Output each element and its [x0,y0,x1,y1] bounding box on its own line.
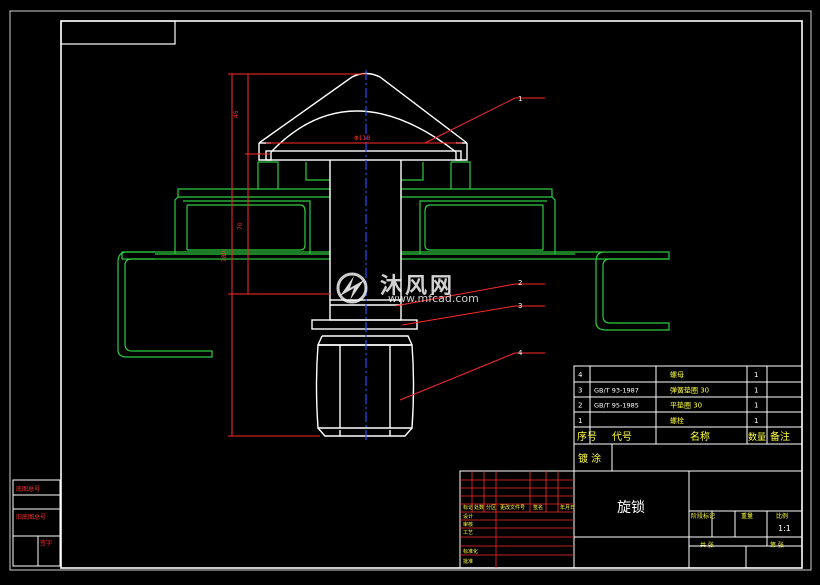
inner-border [60,20,803,569]
tb-marking: 标记 [463,504,473,511]
tb-review: 审核 [463,521,473,528]
bom-header-qty: 数量 [748,431,766,443]
surface-treatment: 镀 涂 [578,452,601,465]
bom-header-no: 序号 [577,430,597,443]
stamp-label-2: 旧底图总号 [16,513,46,521]
bom-header-code: 代号 [612,431,632,443]
bom-cell-name: 平垫圈 30 [670,401,702,410]
tb-stage-mark: 阶段标记 [691,512,715,520]
tb-scale-value: 1:1 [778,524,791,533]
title-block-grid [459,470,803,569]
balloon-1: 1 [518,95,522,103]
knob-cap [258,72,468,437]
stamp-label-1: 底图总号 [16,485,40,493]
tb-date: 年月日 [560,504,575,511]
bom-cell-no: 2 [578,402,582,410]
outer-border [9,10,812,571]
balloon-3: 3 [518,302,522,310]
tb-sheet-total: 共 张 [700,541,714,549]
bom-cell-name: 螺栓 [670,416,684,425]
tb-scale-label: 比例 [776,512,788,520]
dim-180: 180 [221,250,228,262]
dim-45: 45 [233,110,240,118]
bom-header-note: 备注 [770,430,790,443]
tb-change-doc: 更改文件号 [500,504,525,511]
drawing-name: 旋锁 [617,500,645,516]
bracket-housing [117,161,670,358]
bom-cell-code: GB/T 93-1987 [594,386,639,394]
tb-approve: 批准 [463,558,473,565]
tb-zone: 分区 [486,504,496,511]
bom-cell-qty: 1 [754,371,758,379]
tb-weight: 重量 [741,512,753,520]
balloon-2: 2 [518,279,522,287]
bom-header-name: 名称 [690,430,710,443]
bom-cell-no: 4 [578,371,583,379]
bom-cell-no: 3 [578,386,582,394]
tb-sign: 签名 [533,504,543,511]
top-left-code-box [60,20,176,45]
stamp-label-3: 签字 [40,539,52,547]
tb-standardize: 标准化 [463,548,478,555]
bom-cell-code: GB/T 95-1985 [594,402,639,410]
bom-cell-name: 弹簧垫圈 30 [670,385,709,394]
bom-cell-name: 螺母 [670,370,684,379]
tb-process: 工艺 [463,530,473,536]
balloon-4: 4 [518,349,523,357]
tb-design: 设计 [463,513,473,520]
bom-rows: 4 螺母 1 3 GB/T 93-1987 弹簧垫圈 30 1 2 GB/T 95-1985 平垫… [578,370,758,425]
left-stamp-column [12,479,61,567]
dimension-lines [228,73,545,437]
tb-count: 处数 [474,504,484,511]
title-block-left-grid [460,471,574,568]
dim-70: 70 [237,222,244,230]
bom-cell-qty: 1 [754,386,758,394]
bom-table [573,365,803,472]
bom-cell-no: 1 [578,417,582,425]
bom-cell-qty: 1 [754,417,758,425]
bom-cell-qty: 1 [754,402,758,410]
dim-diameter: Φ118 [354,135,370,142]
tb-sheet: 第 张 [770,541,784,549]
